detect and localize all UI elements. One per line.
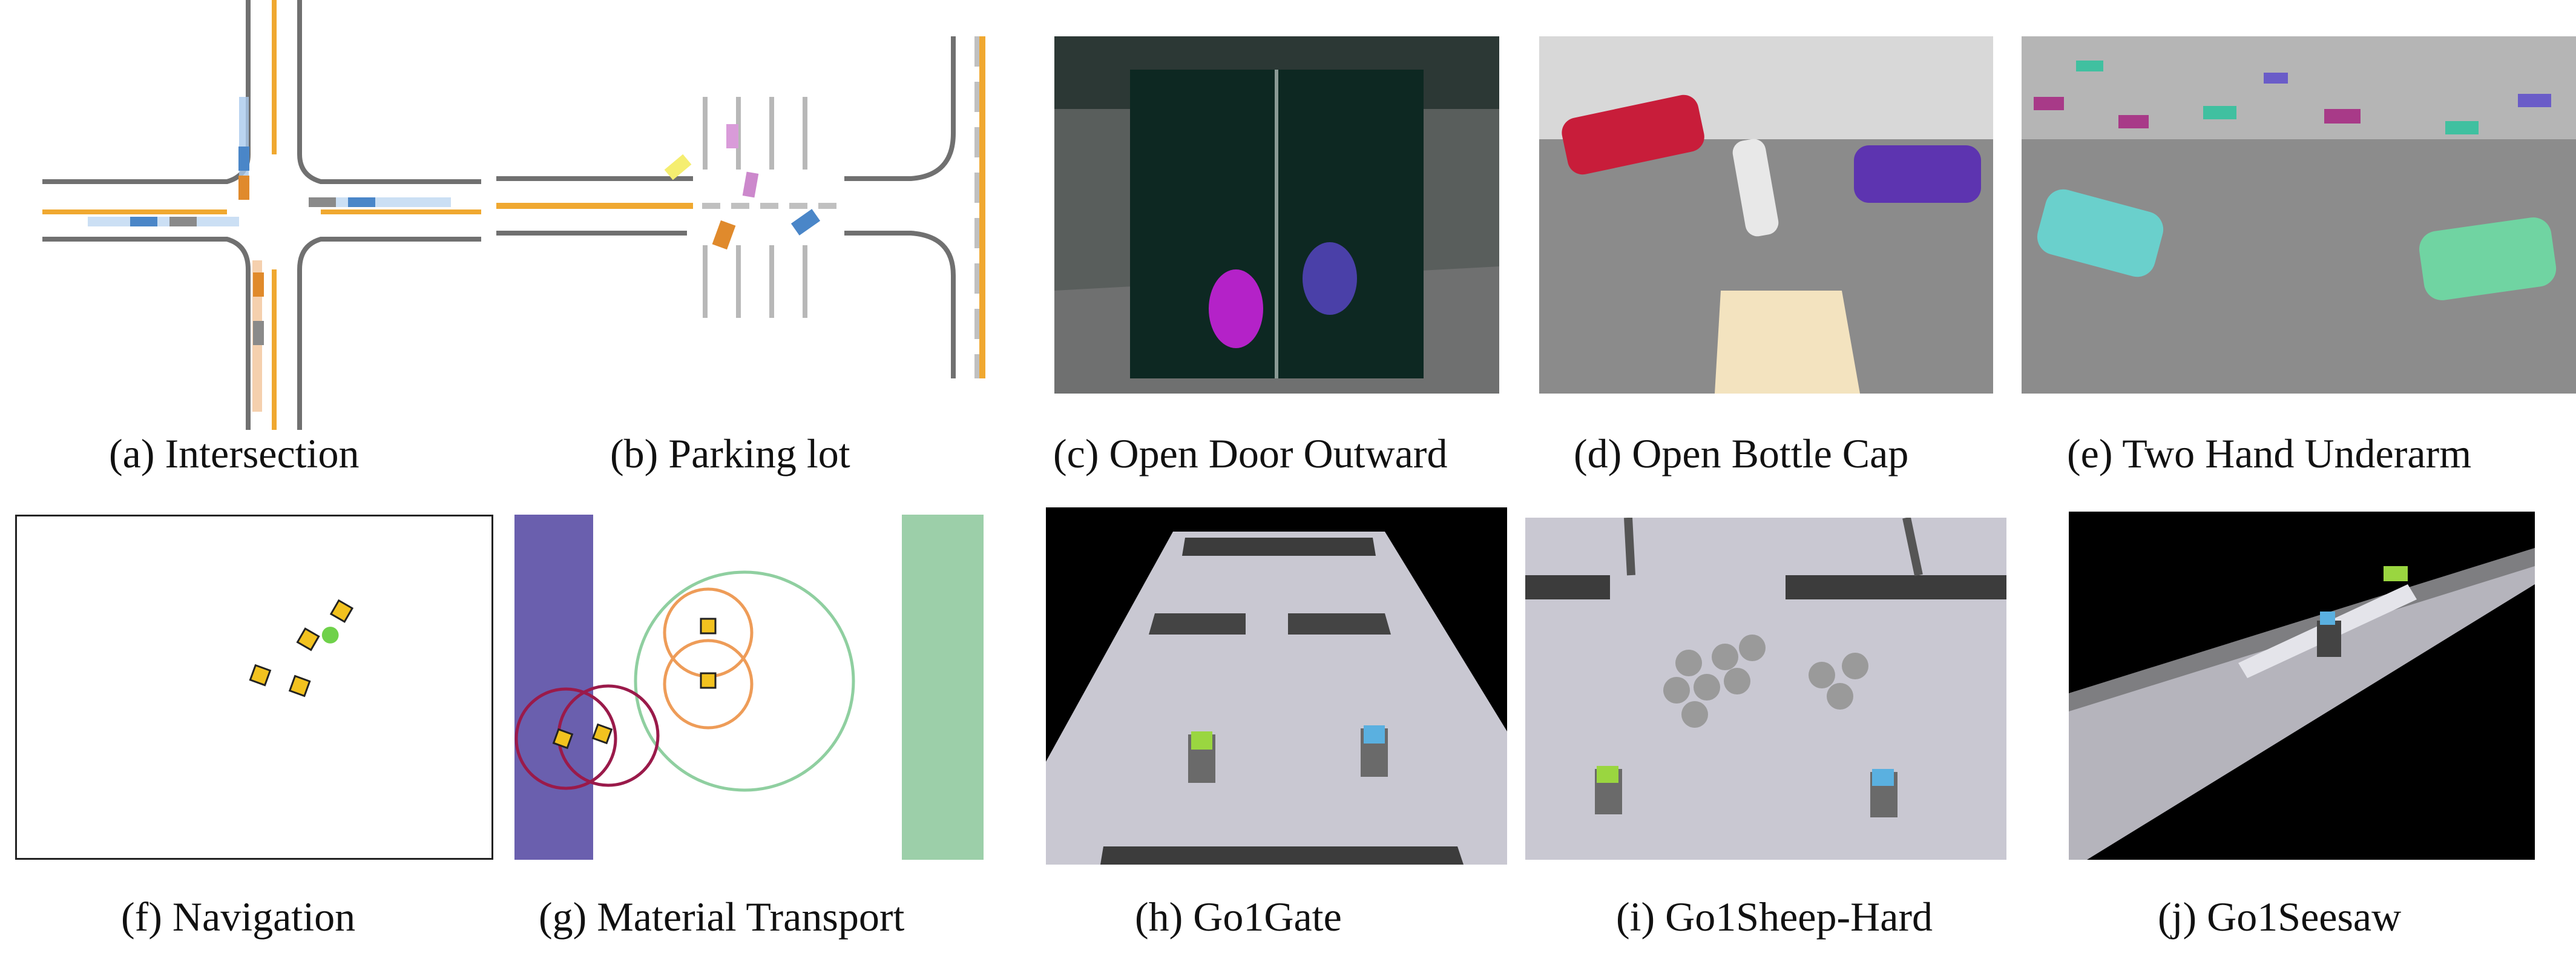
parking-lot-panel [493, 33, 1008, 391]
caption-d: (d) Open Bottle Cap [1574, 430, 1909, 476]
open-bottle-cap-panel [1539, 36, 1993, 394]
caption-f: (f) Navigation [121, 894, 356, 940]
caption-g: (g) Material Transport [539, 894, 905, 940]
caption-a: (a) Intersection [109, 430, 360, 476]
go1gate-panel [1046, 507, 1507, 865]
open-door-panel [1054, 36, 1499, 394]
caption-e: (e) Two Hand Underarm [2067, 430, 2472, 476]
go1sheep-hard-panel [1525, 518, 2006, 860]
caption-j: (j) Go1Seesaw [2158, 894, 2402, 940]
caption-h: (h) Go1Gate [1135, 894, 1342, 940]
caption-i: (i) Go1Sheep-Hard [1616, 894, 1933, 940]
caption-b: (b) Parking lot [610, 430, 850, 476]
navigation-panel [15, 515, 493, 860]
intersection-panel [33, 0, 481, 430]
two-hand-underarm-panel [2022, 36, 2576, 394]
caption-c: (c) Open Door Outward [1053, 430, 1448, 476]
material-transport-panel [514, 515, 984, 860]
go1seesaw-panel [2069, 512, 2535, 860]
